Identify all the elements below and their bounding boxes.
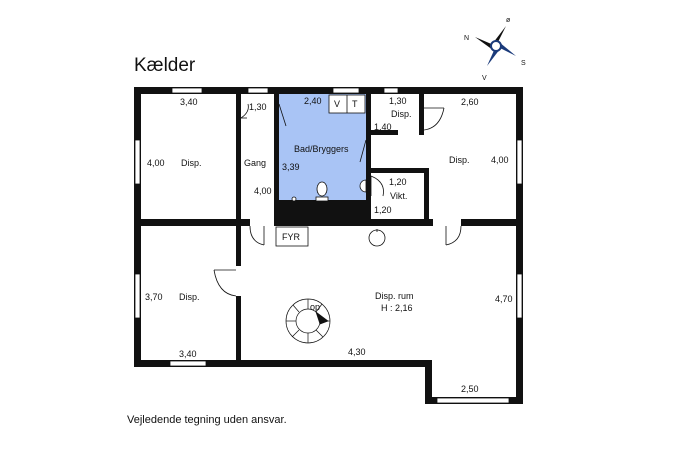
main-room-name: Disp. rum <box>375 291 414 301</box>
gang-width: 1,30 <box>249 102 267 112</box>
small-disp-width: 1,30 <box>389 96 407 106</box>
top-right-height: 4,00 <box>491 155 509 165</box>
stair-label: op <box>310 302 320 312</box>
plan-title: Kælder <box>134 55 196 76</box>
main-room-bump-width: 2,50 <box>461 384 479 394</box>
compass-icon: N ø S V <box>464 17 526 82</box>
main-room-ceiling: H : 2,16 <box>381 303 413 313</box>
toilet-icon <box>316 181 328 197</box>
bottom-left-height: 3,70 <box>145 292 163 302</box>
main-room-width: 4,30 <box>348 347 366 357</box>
compass-n-label: N <box>464 35 469 42</box>
main-room-height: 4,70 <box>495 294 513 304</box>
gang-name: Gang <box>244 158 266 168</box>
top-left-height: 4,00 <box>147 158 165 168</box>
windows <box>134 87 523 404</box>
top-left-width: 3,40 <box>180 97 198 107</box>
small-disp-name: Disp. <box>391 109 412 119</box>
room-labels: 3,40 4,00 Disp. 1,30 Gang 4,00 2,40 V T … <box>145 96 513 394</box>
bath-name: Bad/Bryggers <box>294 144 349 154</box>
vikt-height: 1,20 <box>374 205 392 215</box>
fyr-box <box>275 226 309 247</box>
top-right-width: 2,60 <box>461 97 479 107</box>
bath-width: 2,40 <box>304 96 322 106</box>
interior-walls <box>134 87 523 367</box>
bath-v-label: V <box>334 99 340 109</box>
compass-o-label: ø <box>506 17 511 24</box>
small-disp-height: 1,40 <box>374 122 392 132</box>
bottom-left-name: Disp. <box>179 292 200 302</box>
vikt-name: Vikt. <box>390 191 407 201</box>
bath-t-label: T <box>352 99 358 109</box>
compass-s-label: S <box>521 60 526 67</box>
bath-fixtures <box>291 94 367 202</box>
drain-icon <box>368 229 386 247</box>
spiral-stair-icon <box>285 298 331 344</box>
top-left-name: Disp. <box>181 158 202 168</box>
top-right-name: Disp. <box>449 155 470 165</box>
fyr-name: FYR <box>282 232 301 242</box>
sink-icon <box>359 179 367 193</box>
vikt-width: 1,20 <box>389 177 407 187</box>
bath-height: 3,39 <box>282 162 300 172</box>
compass-v-label: V <box>482 75 487 82</box>
bottom-left-width: 3,40 <box>179 349 197 359</box>
disclaimer-text: Vejledende tegning uden ansvar. <box>127 414 287 426</box>
doors <box>213 103 462 297</box>
gang-height: 4,00 <box>254 186 272 196</box>
